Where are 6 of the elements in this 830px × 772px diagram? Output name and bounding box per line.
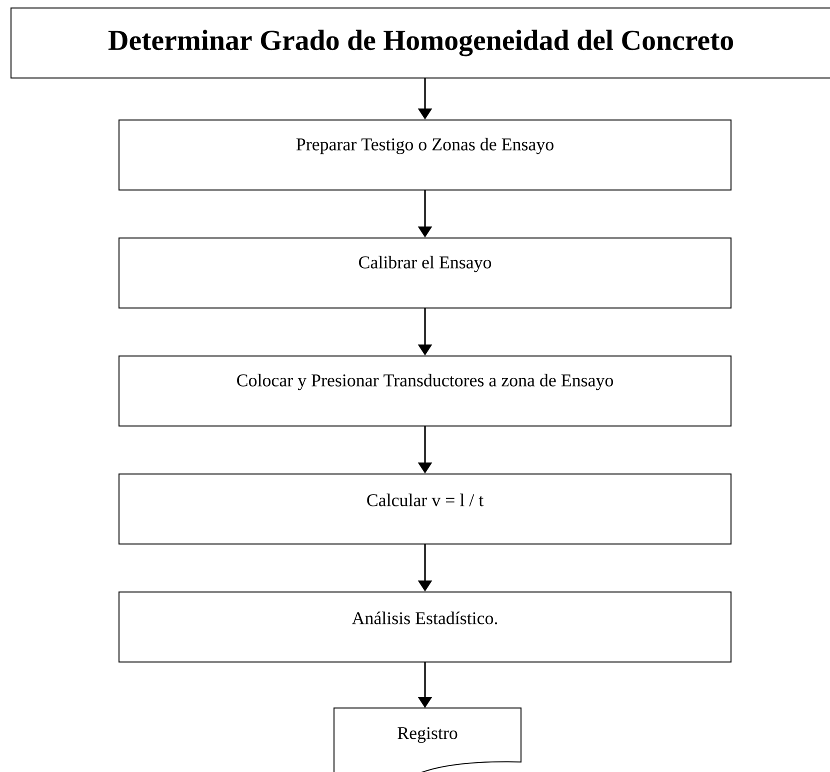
- process-box: Calibrar el Ensayo: [118, 237, 732, 308]
- process-box: Colocar y Presionar Transductores a zona de Ensayo: [118, 355, 732, 426]
- title-box: Determinar Grado de Homogeneidad del Concreto: [10, 8, 830, 78]
- process-box: Preparar Testigo o Zonas de Ensayo: [118, 119, 732, 190]
- process-box: Análisis Estadístico.: [118, 591, 732, 662]
- process-box: Calcular v = l / t: [118, 473, 732, 544]
